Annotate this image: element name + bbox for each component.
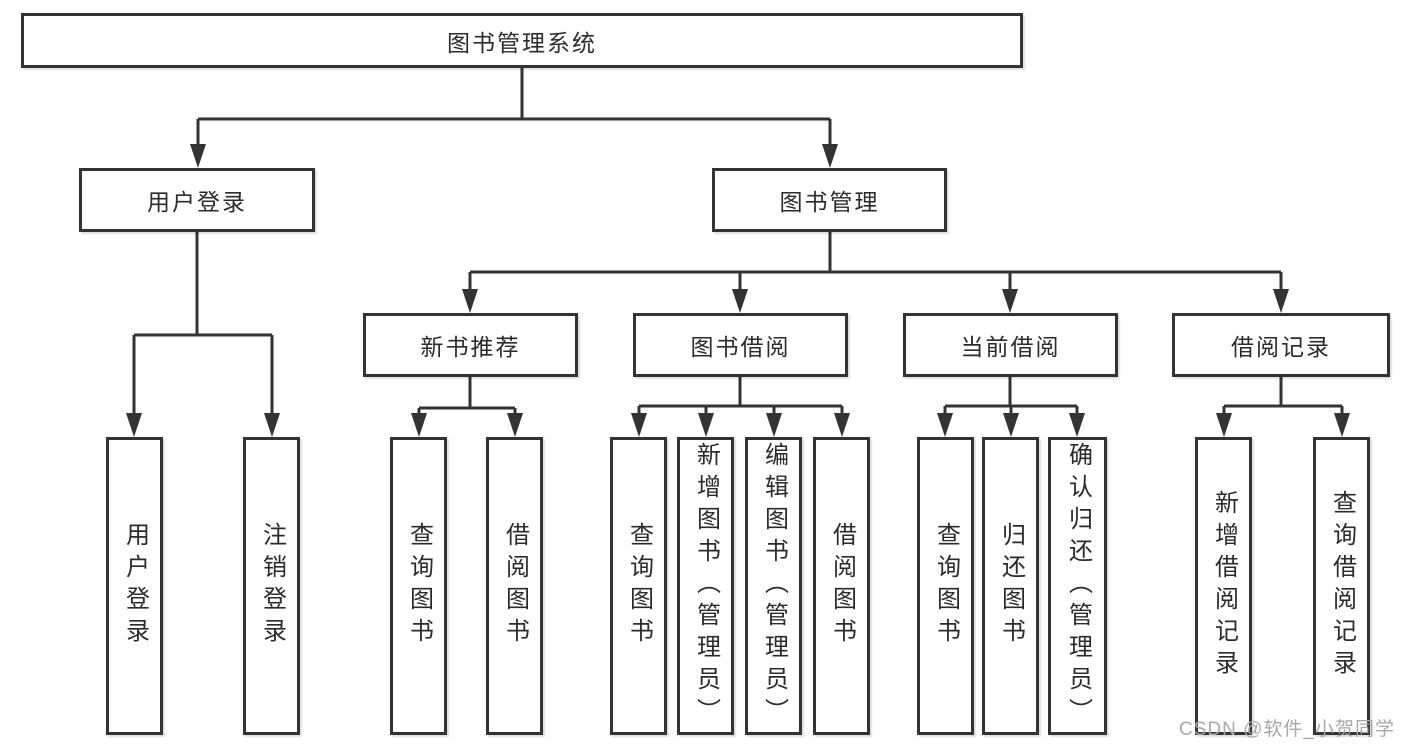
leaf-current-confirm-return-admin: 确认归还（管理员） — [1048, 437, 1107, 735]
node-new-book-recommendation: 新书推荐 — [363, 313, 578, 377]
leaf-user-login: 用户登录 — [106, 437, 163, 735]
leaf-borrowing-borrow-books-label: 借阅图书 — [828, 522, 856, 650]
node-book-borrowing-label: 图书借阅 — [690, 334, 791, 360]
arrowheads — [126, 144, 1350, 437]
leaf-logout-label: 注销登录 — [258, 522, 286, 650]
node-root: 图书管理系统 — [21, 13, 1023, 68]
watermark: CSDN @软件_小贺同学 — [1179, 719, 1395, 740]
leaf-borrowing-add-book-admin-label: 新增图书（管理员） — [692, 442, 720, 730]
leaf-current-query-books-label: 查询图书 — [932, 522, 960, 650]
node-user-login-label: 用户登录 — [147, 189, 247, 215]
node-user-login: 用户登录 — [79, 168, 315, 232]
tree-edges — [132, 68, 1344, 419]
leaf-borrowing-query-books: 查询图书 — [610, 437, 667, 735]
leaf-recommend-borrow-books-label: 借阅图书 — [501, 522, 529, 650]
leaf-current-confirm-return-admin-label: 确认归还（管理员） — [1064, 442, 1092, 730]
leaf-records-query-record: 查询借阅记录 — [1313, 437, 1370, 735]
leaf-recommend-query-books: 查询图书 — [390, 437, 447, 735]
node-root-label: 图书管理系统 — [447, 29, 597, 56]
leaf-recommend-borrow-books: 借阅图书 — [486, 437, 543, 735]
node-book-borrowing: 图书借阅 — [633, 313, 848, 377]
leaf-borrowing-query-books-label: 查询图书 — [625, 522, 653, 650]
node-book-management: 图书管理 — [712, 168, 947, 232]
node-current-borrowing: 当前借阅 — [903, 313, 1118, 377]
node-borrowing-records-label: 借阅记录 — [1231, 334, 1331, 360]
leaf-records-add-record: 新增借阅记录 — [1195, 437, 1252, 735]
leaf-current-return-books-label: 归还图书 — [997, 522, 1025, 650]
leaf-borrowing-edit-book-admin-label: 编辑图书（管理员） — [760, 442, 788, 730]
leaf-records-add-record-label: 新增借阅记录 — [1210, 490, 1238, 682]
leaf-borrowing-add-book-admin: 新增图书（管理员） — [677, 437, 734, 735]
leaf-user-login-label: 用户登录 — [121, 522, 149, 650]
leaf-records-query-record-label: 查询借阅记录 — [1328, 490, 1356, 682]
node-new-book-recommendation-label: 新书推荐 — [420, 334, 521, 360]
node-current-borrowing-label: 当前借阅 — [960, 334, 1061, 360]
leaf-logout: 注销登录 — [243, 437, 300, 735]
node-book-management-label: 图书管理 — [779, 189, 880, 215]
node-borrowing-records: 借阅记录 — [1172, 313, 1390, 377]
leaf-borrowing-borrow-books: 借阅图书 — [813, 437, 870, 735]
leaf-recommend-query-books-label: 查询图书 — [405, 522, 433, 650]
leaf-current-return-books: 归还图书 — [982, 437, 1039, 735]
leaf-current-query-books: 查询图书 — [917, 437, 974, 735]
leaf-borrowing-edit-book-admin: 编辑图书（管理员） — [745, 437, 802, 735]
